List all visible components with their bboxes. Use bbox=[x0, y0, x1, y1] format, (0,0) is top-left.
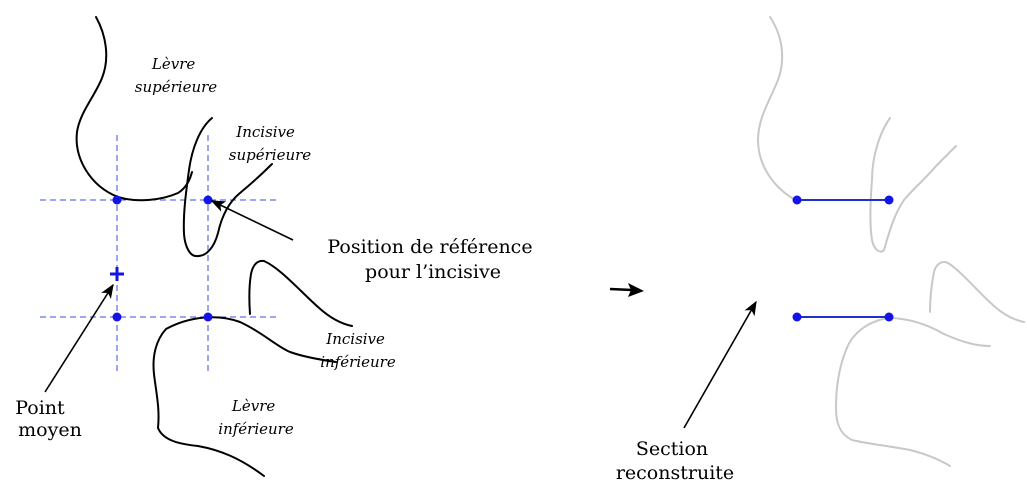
lower-incisor-contour bbox=[248, 259, 353, 327]
section-point-lower-left bbox=[792, 312, 802, 322]
mean-point-plus-icon bbox=[110, 267, 124, 281]
mean-point-arrow bbox=[44, 283, 114, 393]
section-arrow bbox=[683, 300, 757, 429]
label-mean-point: Point moyen bbox=[15, 397, 82, 441]
upper-incisor-contour bbox=[182, 117, 273, 258]
point-upper-left bbox=[112, 195, 122, 205]
section-point-upper-right bbox=[884, 195, 894, 205]
lower-lip-contour bbox=[152, 316, 337, 477]
label-lower-incisor: Incisive inférieure bbox=[320, 330, 396, 371]
right-arrow-icon bbox=[609, 283, 644, 297]
section-point-lower-right bbox=[884, 312, 894, 322]
point-lower-left bbox=[112, 312, 122, 322]
right-panel: Section reconstruite bbox=[616, 16, 1025, 484]
upper-lip-contour bbox=[75, 16, 193, 202]
section-point-upper-left bbox=[792, 195, 802, 205]
label-reconstructed-section: Section reconstruite bbox=[616, 438, 734, 484]
lower-incisor-contour-faded bbox=[929, 261, 1025, 323]
label-upper-incisor: Incisive supérieure bbox=[229, 123, 312, 164]
section-endpoints bbox=[792, 195, 894, 322]
label-upper-lip: Lèvre supérieure bbox=[135, 55, 218, 96]
reference-position-arrow bbox=[210, 200, 294, 241]
guide-lines bbox=[40, 135, 278, 372]
upper-lip-contour-faded bbox=[757, 16, 793, 199]
label-reference-position: Position de référence pour l’incisive bbox=[327, 236, 538, 283]
lower-lip-contour-faded bbox=[835, 317, 991, 467]
upper-incisor-contour-faded bbox=[869, 117, 957, 253]
label-lower-lip: Lèvre inférieure bbox=[218, 397, 294, 438]
reference-points bbox=[112, 195, 213, 322]
point-lower-incisor-reference bbox=[203, 312, 213, 322]
point-upper-incisor-reference bbox=[203, 195, 213, 205]
left-panel: Lèvre supérieure Incisive supérieure Pos… bbox=[15, 16, 538, 477]
